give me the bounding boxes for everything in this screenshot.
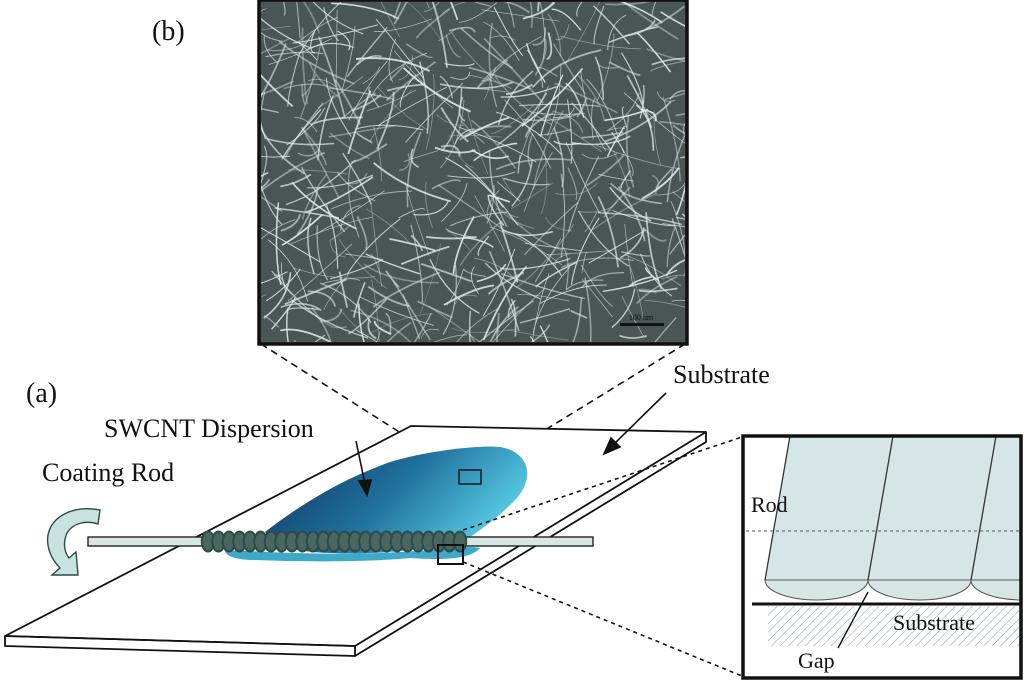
nanotube-fiber bbox=[549, 350, 578, 365]
panel-label-a: (a) bbox=[26, 378, 57, 409]
nanotube-fiber bbox=[441, 344, 502, 363]
inset-substrate-label: Substrate bbox=[893, 610, 975, 635]
nanotube-fiber bbox=[429, 349, 477, 419]
scale-bar-line bbox=[620, 323, 664, 326]
substrate-label: Substrate bbox=[673, 360, 770, 389]
dispersion-label: SWCNT Dispersion bbox=[104, 414, 314, 443]
nanotube-fiber bbox=[243, 0, 256, 17]
nanotube-fiber bbox=[690, 328, 707, 337]
nanotube-fiber bbox=[238, 129, 257, 146]
inset-gap-label: Gap bbox=[798, 648, 835, 673]
inset-rod-label: Rod bbox=[751, 492, 788, 517]
nanotube-fiber bbox=[199, 294, 266, 334]
sem-micrograph: 100 nm bbox=[199, 0, 751, 419]
nanotube-fiber bbox=[693, 10, 751, 17]
nanotube-fiber bbox=[685, 166, 723, 172]
coating-rod-label: Coating Rod bbox=[42, 458, 174, 487]
rod-wire-coil bbox=[202, 532, 466, 552]
nanotube-fiber bbox=[690, 34, 730, 96]
coil-winding bbox=[454, 532, 466, 552]
panel-label-b: (b) bbox=[152, 16, 185, 47]
rod-substrate-inset: Rod Substrate Gap bbox=[743, 436, 1024, 678]
scale-bar-text: 100 nm bbox=[629, 313, 654, 322]
